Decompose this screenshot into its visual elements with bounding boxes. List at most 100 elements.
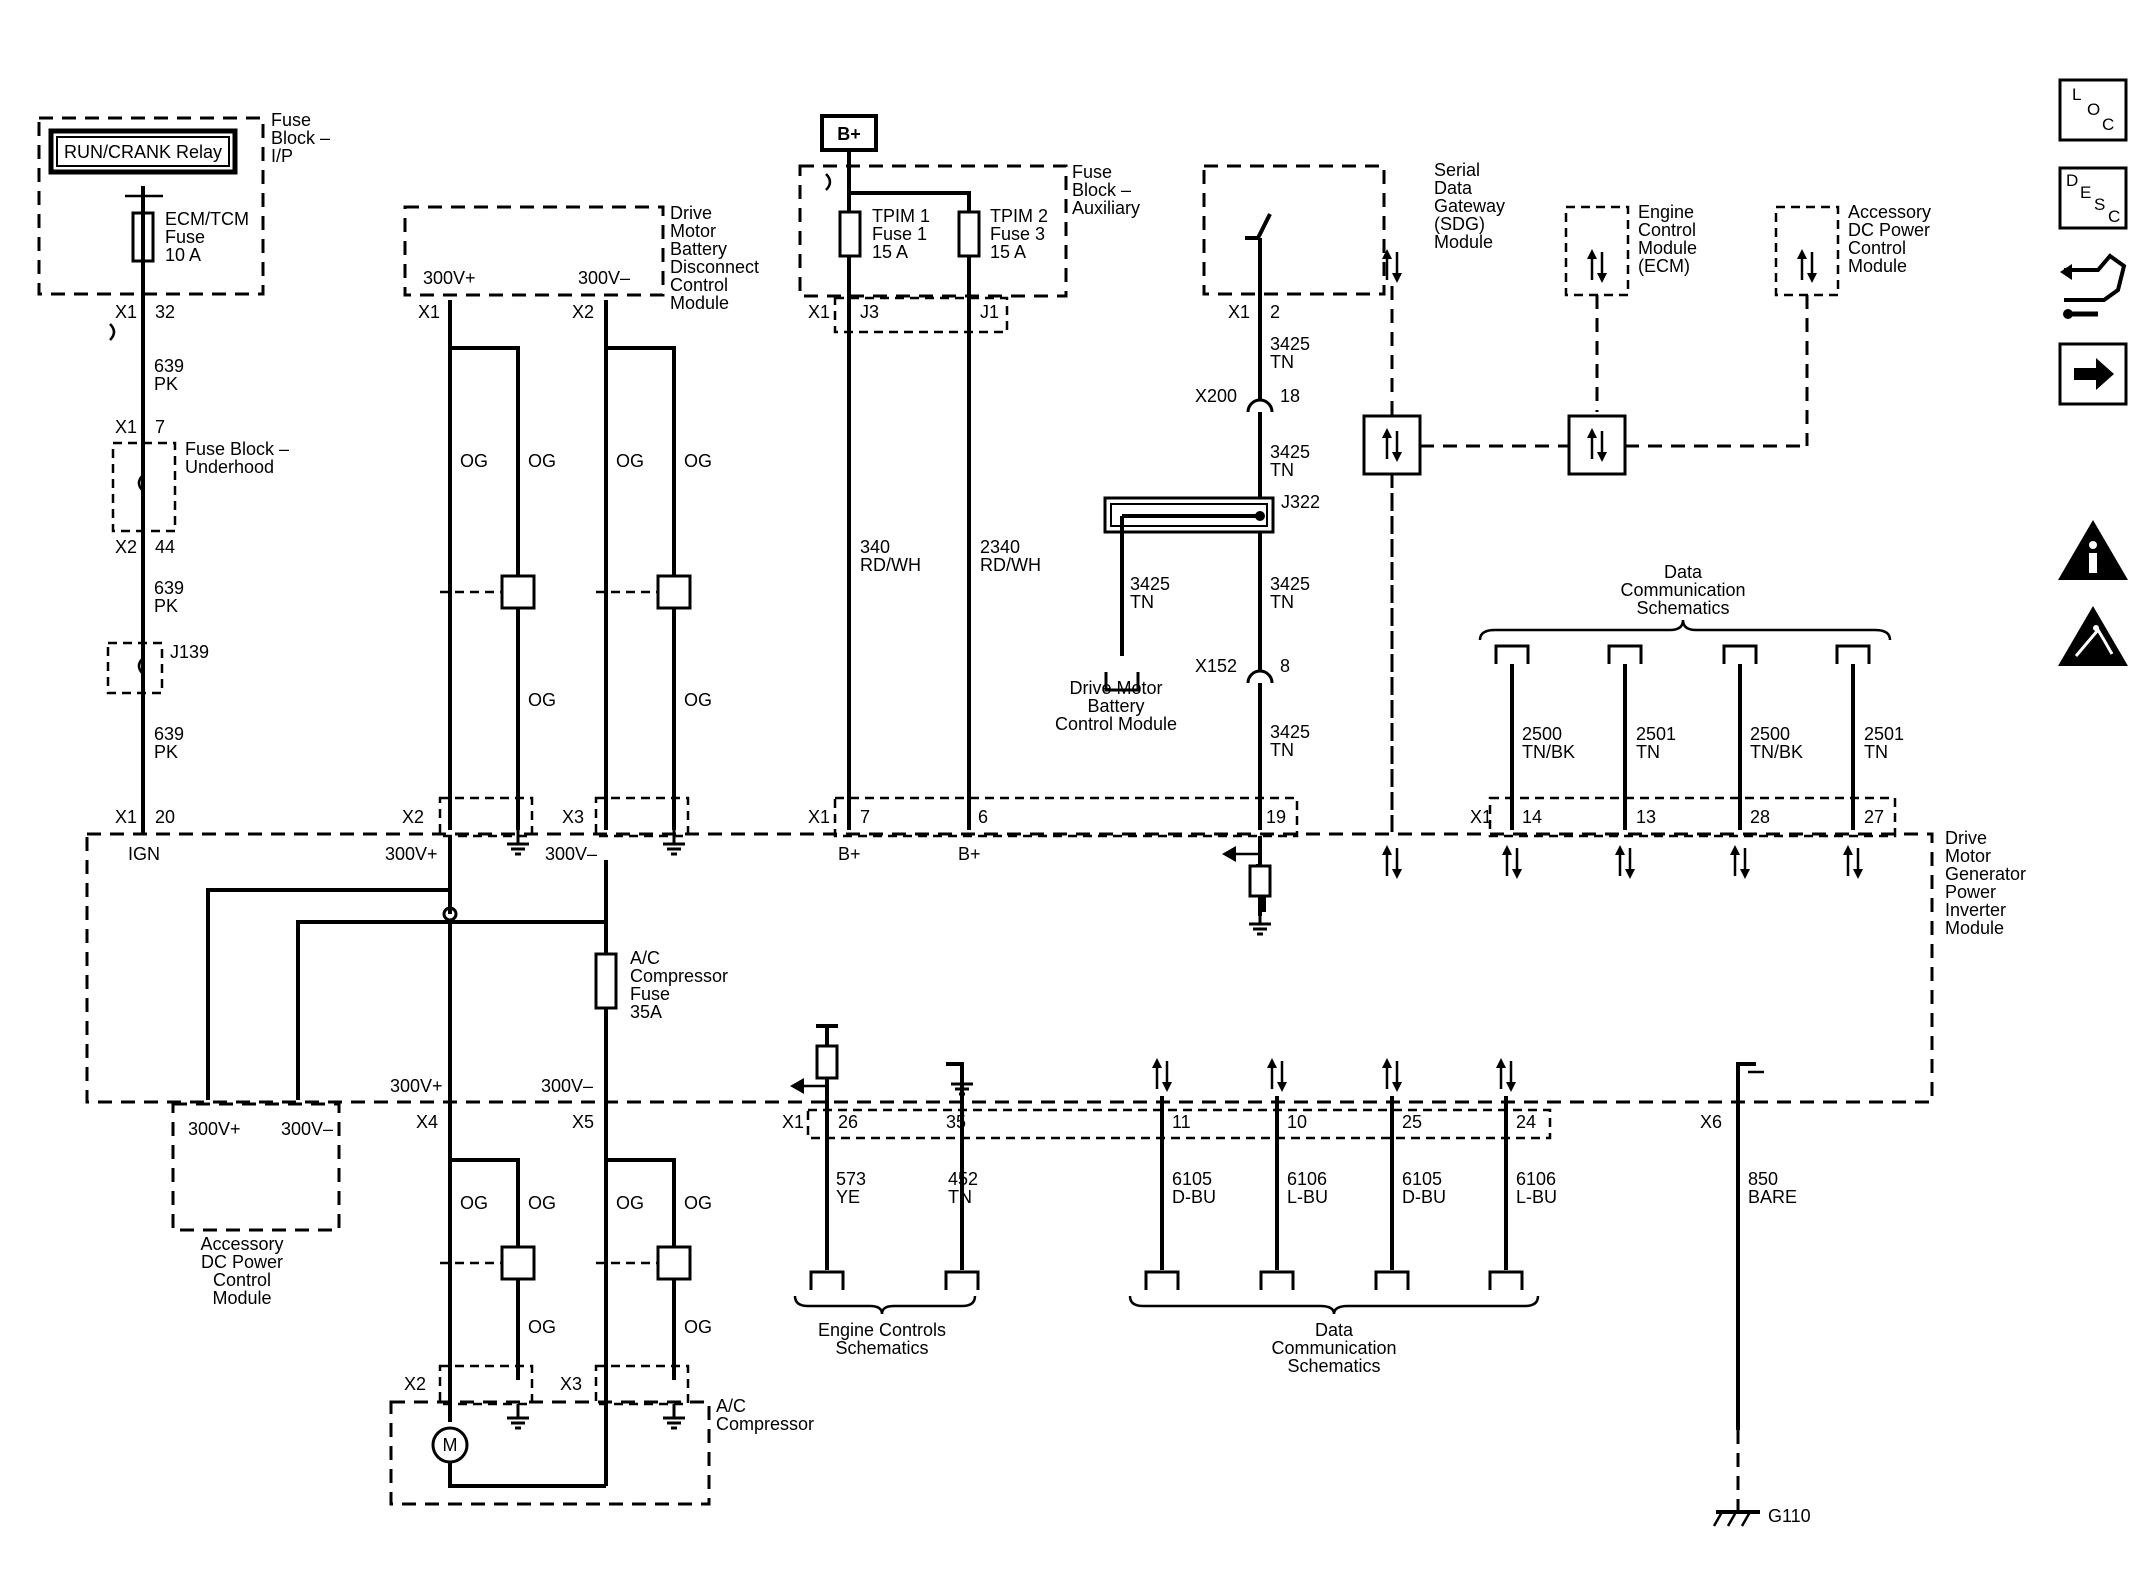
og-label-9: OG: [616, 1193, 644, 1213]
pin-7: 7: [155, 417, 165, 437]
og-label-1: OG: [460, 451, 488, 471]
aux-x1: X1: [808, 302, 830, 322]
pin-19: 19: [1266, 807, 1286, 827]
ign-pin-label: IGN: [128, 844, 160, 864]
inv-300v-minus-bottom: 300V–: [541, 1076, 593, 1096]
toolbar: L O C D E S C: [2058, 78, 2128, 666]
inv-pin-6: 6: [978, 807, 988, 827]
inv-x3: X3: [562, 807, 584, 827]
pin-35: 35: [946, 1112, 966, 1132]
pin-25: 25: [1402, 1112, 1422, 1132]
motor-label: M: [443, 1435, 458, 1455]
og-label-12: OG: [684, 1317, 712, 1337]
fuse-block-underhood-label: Fuse Block –Underhood: [185, 439, 289, 477]
inv-bplus-1: B+: [838, 844, 861, 864]
pin-13: 13: [1636, 807, 1656, 827]
hvil-switch-2: [656, 574, 692, 610]
pin-32: 32: [155, 302, 175, 322]
next-arrow-icon[interactable]: [2058, 342, 2128, 406]
b-plus-label: B+: [837, 124, 861, 144]
g110-label: G110: [1768, 1506, 1811, 1526]
hvil-switch-4: [656, 1245, 692, 1281]
og-label-2: OG: [528, 451, 556, 471]
tpim1-fuse[interactable]: [838, 210, 862, 258]
bdcm-x2: X2: [572, 302, 594, 322]
esd-caution-icon[interactable]: [2058, 606, 2128, 666]
fuse-block-underhood: [111, 441, 177, 533]
desc-button[interactable]: D E S C: [2058, 166, 2128, 230]
conn-x2: X2: [115, 537, 137, 557]
hv-wires-top: OG OG OG OG OG OG X2 X3 300V+ 300V–: [385, 300, 712, 864]
adc-module-top: [1774, 205, 1840, 297]
pin-44: 44: [155, 537, 175, 557]
inv-300v-plus-bottom: 300V+: [390, 1076, 443, 1096]
conn-x1-c: X1: [115, 807, 137, 827]
loc-button[interactable]: L O C: [2058, 78, 2128, 142]
og-label-11: OG: [528, 1317, 556, 1337]
inv-x1-mid: X1: [808, 807, 830, 827]
inv-x6: X6: [1700, 1112, 1722, 1132]
connector-end-view-icon[interactable]: [2060, 253, 2127, 319]
ecm-module: [1564, 205, 1630, 297]
pin-27: 27: [1864, 807, 1884, 827]
acc-x3: X3: [560, 1374, 582, 1394]
svg-text:S: S: [2094, 195, 2105, 214]
ac-compressor-module: [389, 1400, 711, 1506]
sdg-module: [1202, 164, 1386, 296]
pin-26: 26: [838, 1112, 858, 1132]
og-label-3: OG: [616, 451, 644, 471]
adc-300v-plus: 300V+: [188, 1119, 241, 1139]
info-warning-icon[interactable]: [2058, 520, 2128, 580]
pin-24: 24: [1516, 1112, 1536, 1132]
inv-bplus-2: B+: [958, 844, 981, 864]
og-label-7: OG: [460, 1193, 488, 1213]
j322-label: J322: [1281, 492, 1320, 512]
svg-text:C: C: [2102, 115, 2114, 134]
aux-j3: J3: [860, 302, 879, 322]
inv-x1-right: X1: [1470, 807, 1492, 827]
conn-x1-b: X1: [115, 417, 137, 437]
aux-j1: J1: [980, 302, 999, 322]
svg-text:D: D: [2066, 171, 2078, 190]
inv-x2: X2: [402, 807, 424, 827]
tpim2-fuse[interactable]: [957, 210, 981, 258]
ac-compressor-fuse[interactable]: [594, 952, 618, 1010]
inv-x4: X4: [416, 1112, 438, 1132]
pin-11: 11: [1172, 1112, 1191, 1132]
run-crank-relay-label: RUN/CRANK Relay: [64, 142, 222, 162]
hvil-switch-3: [500, 1245, 536, 1281]
j139-label: J139: [170, 642, 209, 662]
hvil-switch-1: [500, 574, 536, 610]
